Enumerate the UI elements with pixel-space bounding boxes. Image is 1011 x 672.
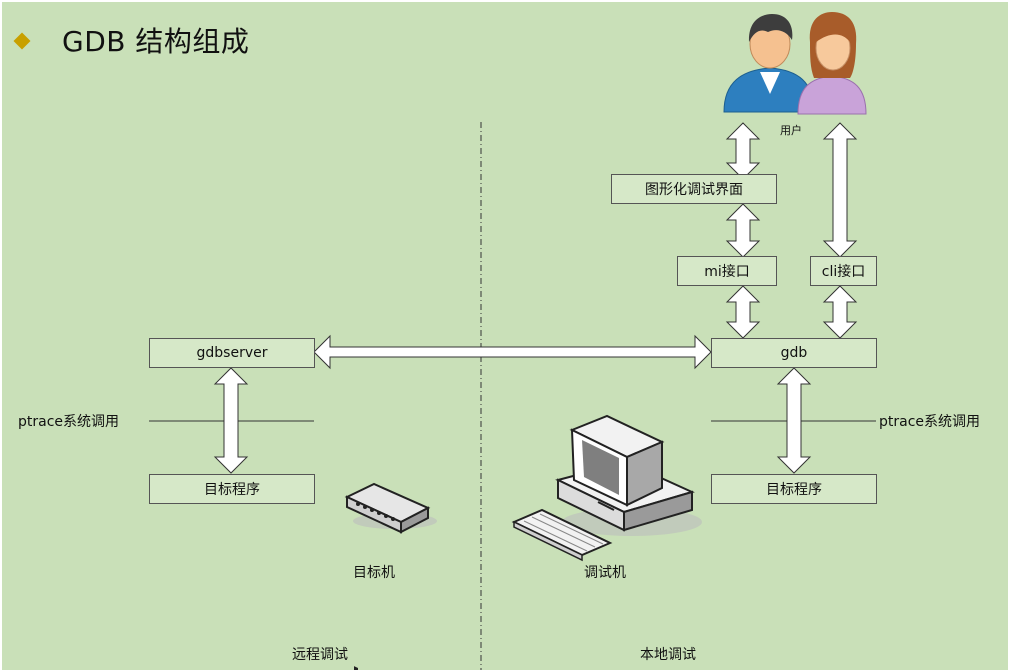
arrow-gui-mi [725, 203, 761, 258]
cli-interface-box: cli接口 [810, 256, 877, 286]
arrow-user-cli [822, 122, 858, 258]
user-woman-icon [797, 12, 867, 115]
gdbserver-box: gdbserver [149, 338, 315, 368]
mi-interface-box: mi接口 [677, 256, 777, 286]
arrow-cli-gdb [822, 285, 858, 339]
debug-machine-label: 调试机 [584, 565, 626, 581]
ptrace-label-right: ptrace系统调用 [879, 414, 981, 430]
page-title: GDB 结构组成 [62, 25, 250, 58]
target-program-local-box: 目标程序 [711, 474, 877, 504]
remote-debug-label: 远程调试 [292, 647, 348, 663]
ptrace-label-left: ptrace系统调用 [18, 414, 120, 430]
arrow-user-gui [725, 122, 761, 180]
gdb-box: gdb [711, 338, 877, 368]
network-switch-icon [344, 482, 437, 670]
arrow-gdbserver-gdb [313, 334, 712, 370]
title-row: GDB 结构组成 [13, 20, 250, 60]
arrow-mi-gdb [725, 285, 761, 339]
local-debug-label: 本地调试 [640, 647, 696, 663]
arrow-gdbserver-target [213, 367, 249, 474]
arrow-gdb-target [776, 367, 812, 474]
target-program-remote-box: 目标程序 [149, 474, 315, 504]
user-label: 用户 [780, 124, 802, 137]
gui-box: 图形化调试界面 [611, 174, 777, 204]
target-machine-label: 目标机 [353, 565, 395, 581]
computer-icon [511, 414, 702, 562]
